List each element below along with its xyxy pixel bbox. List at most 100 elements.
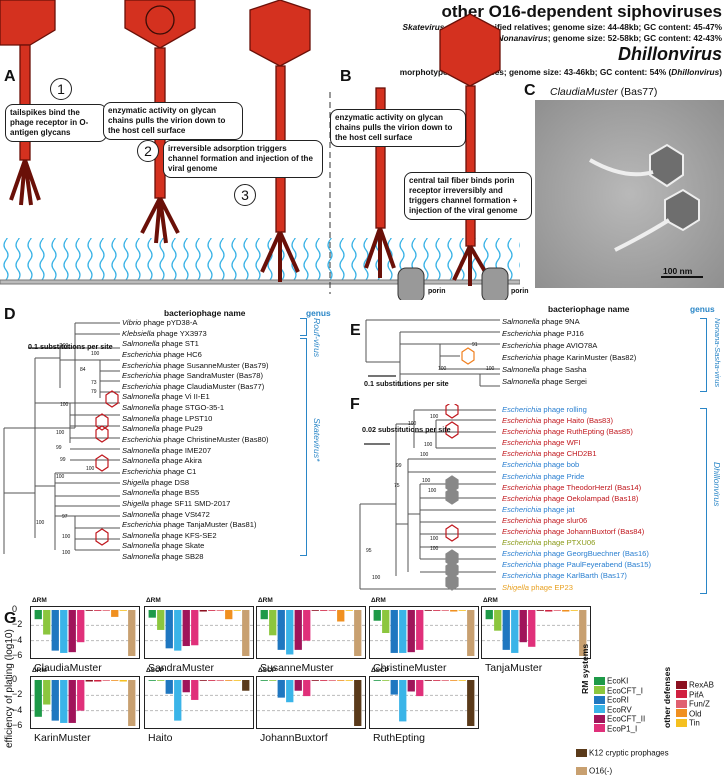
tip-name: phage CHD2B1 [541, 449, 597, 459]
dhillonvirus-genus-italic: Dhillonvirus [671, 67, 720, 77]
tip-genus: Salmonella [122, 403, 160, 413]
tip-name: phage JohannBuxtorf (Bas84) [541, 527, 645, 537]
eop-bar [182, 680, 190, 693]
tip-genus: Escherichia [502, 527, 542, 537]
bootstrap-value: 100 [430, 414, 439, 420]
eop-bar [345, 610, 353, 611]
eop-chart-frame [481, 606, 591, 659]
eop-chart-tag: ΔRM [258, 597, 273, 604]
eop-ytick: 0 [12, 604, 18, 614]
eop-chart-title: Haito [148, 732, 173, 744]
o-antigen-layer [0, 238, 520, 280]
tree-d-scale-label: 0.1 substitutions per site [28, 342, 113, 351]
eop-bar [399, 680, 407, 722]
callout-glycan-a: enzymatic activity on glycan chains pull… [103, 102, 243, 140]
eop-chart-title: ChristineMuster [373, 662, 447, 674]
eop-bar [354, 610, 362, 656]
eop-bar [216, 680, 224, 681]
bootstrap-value: 100 [86, 466, 95, 472]
eop-bar [382, 680, 390, 681]
tree-tip: Escherichia phage bob [502, 459, 651, 470]
eop-bar [102, 610, 110, 611]
tip-genus: Salmonella [122, 445, 160, 455]
legend-rm-title: RM systems [580, 643, 590, 694]
eop-bar [77, 610, 85, 643]
tree-e-header: bacteriophage name [548, 304, 630, 314]
tip-name: phage Sergei [539, 377, 587, 386]
bootstrap-value: 100 [424, 442, 433, 448]
eop-chart-tag: ΔSCP [258, 667, 277, 674]
eop-chart-tag: ΔRM [32, 667, 47, 674]
tree-tip: Salmonella phage Akira [122, 456, 269, 467]
eop-bar [157, 610, 165, 630]
tip-name: phage AVIO78A [541, 341, 598, 350]
tip-genus: Salmonella [122, 456, 160, 466]
tree-tip: Shigella phage EP23 [502, 582, 651, 593]
callout-porin: central tail fiber binds porin receptor … [404, 172, 532, 220]
tree-e-genus-header: genus [690, 304, 715, 314]
eop-bar [536, 610, 544, 611]
tip-genus: Escherichia [502, 515, 542, 525]
tip-name: phage ClaudiaMuster (Bas77) [161, 381, 265, 391]
tree-f-branches [359, 404, 496, 591]
panel-label-a: A [4, 68, 16, 85]
eop-bar [294, 610, 302, 650]
tree-tip: Salmonella phage ST1 [122, 339, 269, 350]
tree-d-rouf-bracket [300, 318, 307, 336]
tree-tip: Escherichia phage C1 [122, 467, 269, 478]
eop-bar [94, 680, 102, 682]
eop-chart-tag: ΔRM [146, 597, 161, 604]
eop-bar [277, 680, 285, 698]
callout-tailspikes: tailspikes bind the phage receptor in O-… [5, 104, 107, 142]
phage-icons-f [445, 404, 459, 591]
legend-label: O16(-) [589, 766, 613, 776]
tip-name: phage HC6 [161, 349, 202, 359]
eop-bar [450, 680, 458, 681]
tip-genus: Vibrio [122, 318, 142, 327]
eop-bar [337, 610, 345, 622]
tree-tip: Salmonella phage Skate [122, 541, 269, 552]
eop-bar [390, 610, 398, 653]
tree-e-bracket [700, 318, 707, 392]
eop-bar [111, 610, 119, 617]
legend-swatch [576, 766, 587, 775]
tip-genus: Salmonella [122, 392, 160, 402]
eop-bar [34, 610, 42, 620]
step-3-marker: 3 [234, 184, 256, 206]
legend-item: EcoRV [594, 701, 645, 714]
tree-tip: Escherichia phage JohannBuxtorf (Bas84) [502, 526, 651, 537]
eop-bar [373, 610, 381, 621]
eop-chart-plot [369, 676, 479, 729]
tip-genus: Escherichia [122, 371, 162, 381]
step-2-marker: 2 [137, 140, 159, 162]
legend-item: Fun/Z [676, 695, 714, 708]
eop-chart-frame [30, 606, 140, 659]
eop-chart-title: JohannBuxtorf [260, 732, 328, 744]
legend-swatch [676, 699, 687, 708]
tem-micrograph: 100 nm [535, 100, 724, 288]
tree-tip: Escherichia phage Oekolampad (Bas18) [502, 493, 651, 504]
tip-genus: Salmonella [122, 530, 160, 540]
eop-bar [182, 610, 190, 647]
eop-bar [407, 680, 415, 692]
tip-name: phage TanjaMuster (Bas81) [161, 520, 257, 530]
tree-tip: Shigella phage SF11 SMD-2017 [122, 499, 269, 510]
eop-bar [148, 680, 156, 681]
eop-chart-tag: ΔRM [483, 597, 498, 604]
tip-name: phage Vi II-E1 [159, 392, 210, 402]
tree-tip: Escherichia phage jat [502, 504, 651, 515]
eop-bar [277, 610, 285, 650]
eop-bar [68, 610, 76, 653]
eop-bar [260, 610, 268, 620]
eop-bar [165, 610, 173, 649]
paren-close: ) [719, 67, 722, 77]
tip-name: phage KarlBarth (Bas17) [541, 571, 627, 581]
legend-item: PifA [676, 686, 714, 699]
panel-label-g: G [4, 610, 17, 627]
legend-label: PifA [689, 689, 704, 699]
